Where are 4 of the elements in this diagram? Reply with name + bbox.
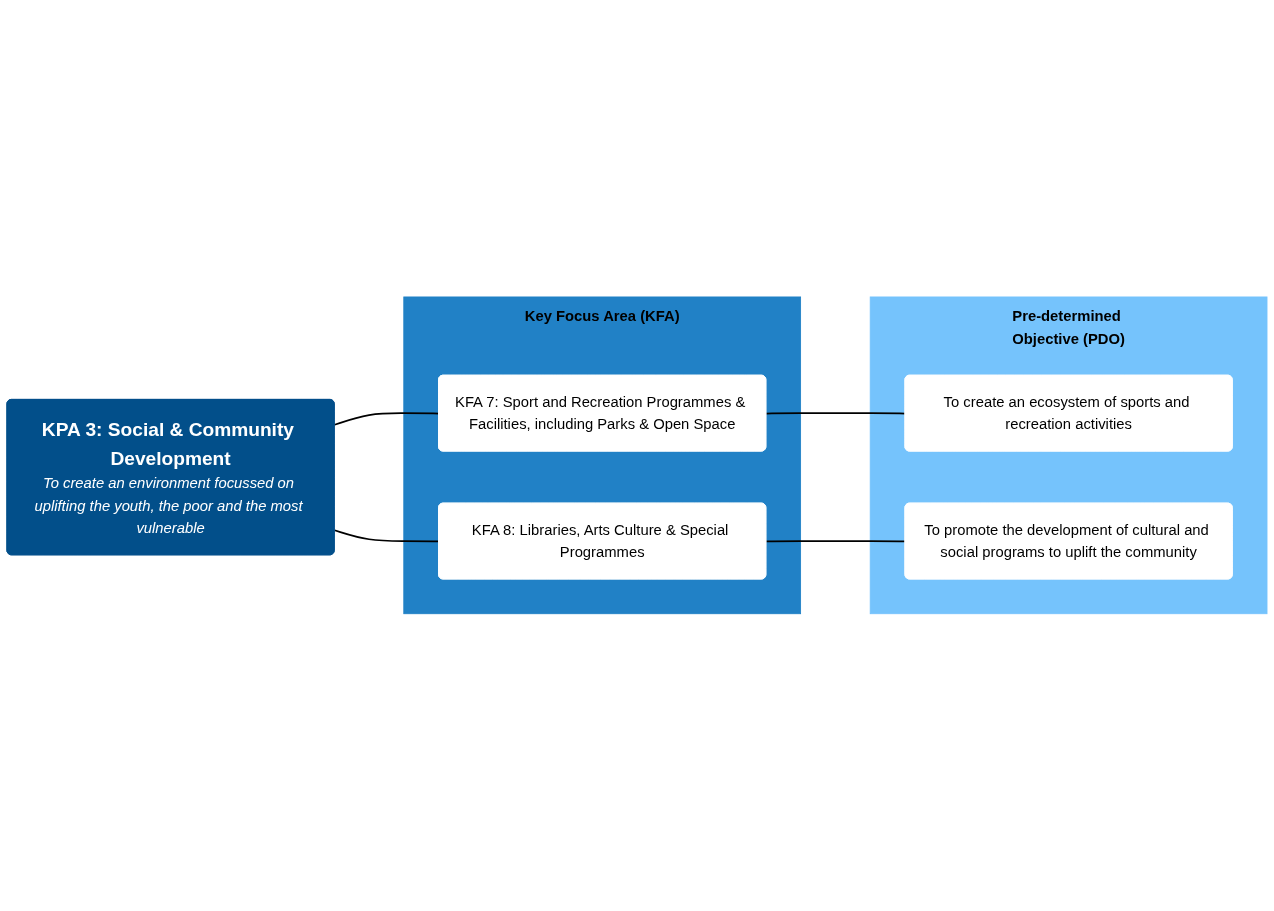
- connector: [333, 529, 440, 543]
- connector: [765, 412, 907, 415]
- connector: [333, 412, 440, 426]
- connector: [765, 540, 907, 543]
